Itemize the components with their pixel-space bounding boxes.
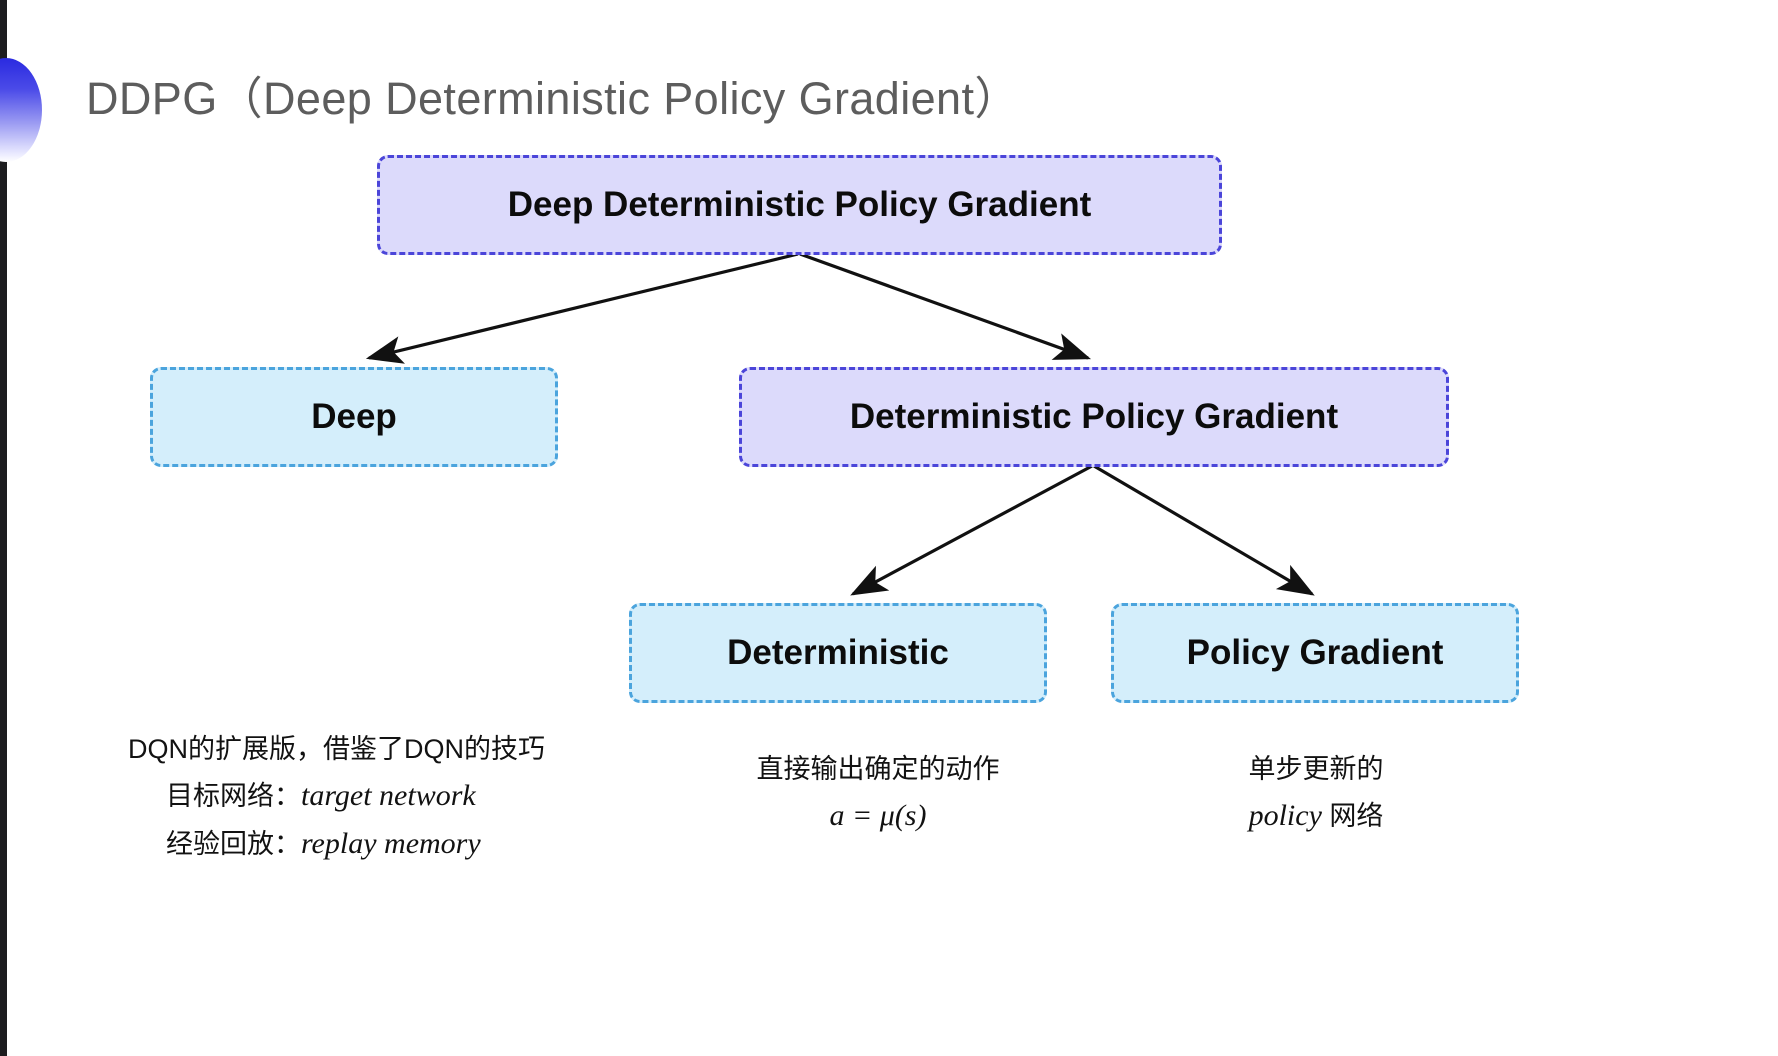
arrow-root-to-deep [365,252,799,364]
caption-deterministic-formula: a = μ(s) [829,798,927,832]
arrow-dpg-to-deterministic [850,464,1093,596]
caption-deep: DQN的扩展版，借鉴了DQN的技巧 目标网络：target network 经验… [128,728,545,869]
caption-policy-gradient-line1: 单步更新的 [1248,754,1384,784]
caption-deep-line2-term: target network [301,778,476,812]
caption-deterministic: 直接输出确定的动作 a = μ(s) [742,748,1014,840]
caption-deep-line3-term: replay memory [301,827,481,861]
arrow-dpg-to-policy-gradient [1093,464,1315,596]
caption-deep-line1: DQN的扩展版，借鉴了DQN的技巧 [128,734,545,764]
arrow-root-to-dpg [799,252,1092,360]
caption-policy-gradient-suffix: 网络 [1321,800,1384,831]
node-label: Deterministic Policy Gradient [849,396,1339,436]
node-deep-deterministic-policy-gradient[interactable]: Deep Deterministic Policy Gradient [377,155,1222,255]
node-label: Policy Gradient [1186,632,1444,672]
node-deep[interactable]: Deep [150,367,558,467]
caption-policy-gradient-line2: policy 网络 [1240,792,1392,841]
caption-deep-line2: 目标网络：target network [128,772,545,821]
page-title: DDPG（Deep Deterministic Policy Gradient） [86,73,1020,124]
node-label: Deep Deterministic Policy Gradient [507,184,1092,224]
node-deterministic[interactable]: Deterministic [629,603,1047,703]
title-decoration-circle-icon [0,58,42,162]
caption-policy-gradient-term: policy [1248,798,1322,832]
caption-deep-line3: 经验回放：replay memory [128,820,545,869]
caption-deep-line2-label: 目标网络： [166,780,301,811]
node-policy-gradient[interactable]: Policy Gradient [1111,603,1519,703]
left-edge-bar [0,0,7,1056]
node-label: Deterministic [727,632,949,672]
node-deterministic-policy-gradient[interactable]: Deterministic Policy Gradient [739,367,1449,467]
node-label: Deep [311,396,397,436]
caption-deterministic-line1: 直接输出确定的动作 [756,754,1000,784]
caption-deep-line3-label: 经验回放： [166,829,301,860]
caption-policy-gradient: 单步更新的 policy 网络 [1240,748,1392,840]
